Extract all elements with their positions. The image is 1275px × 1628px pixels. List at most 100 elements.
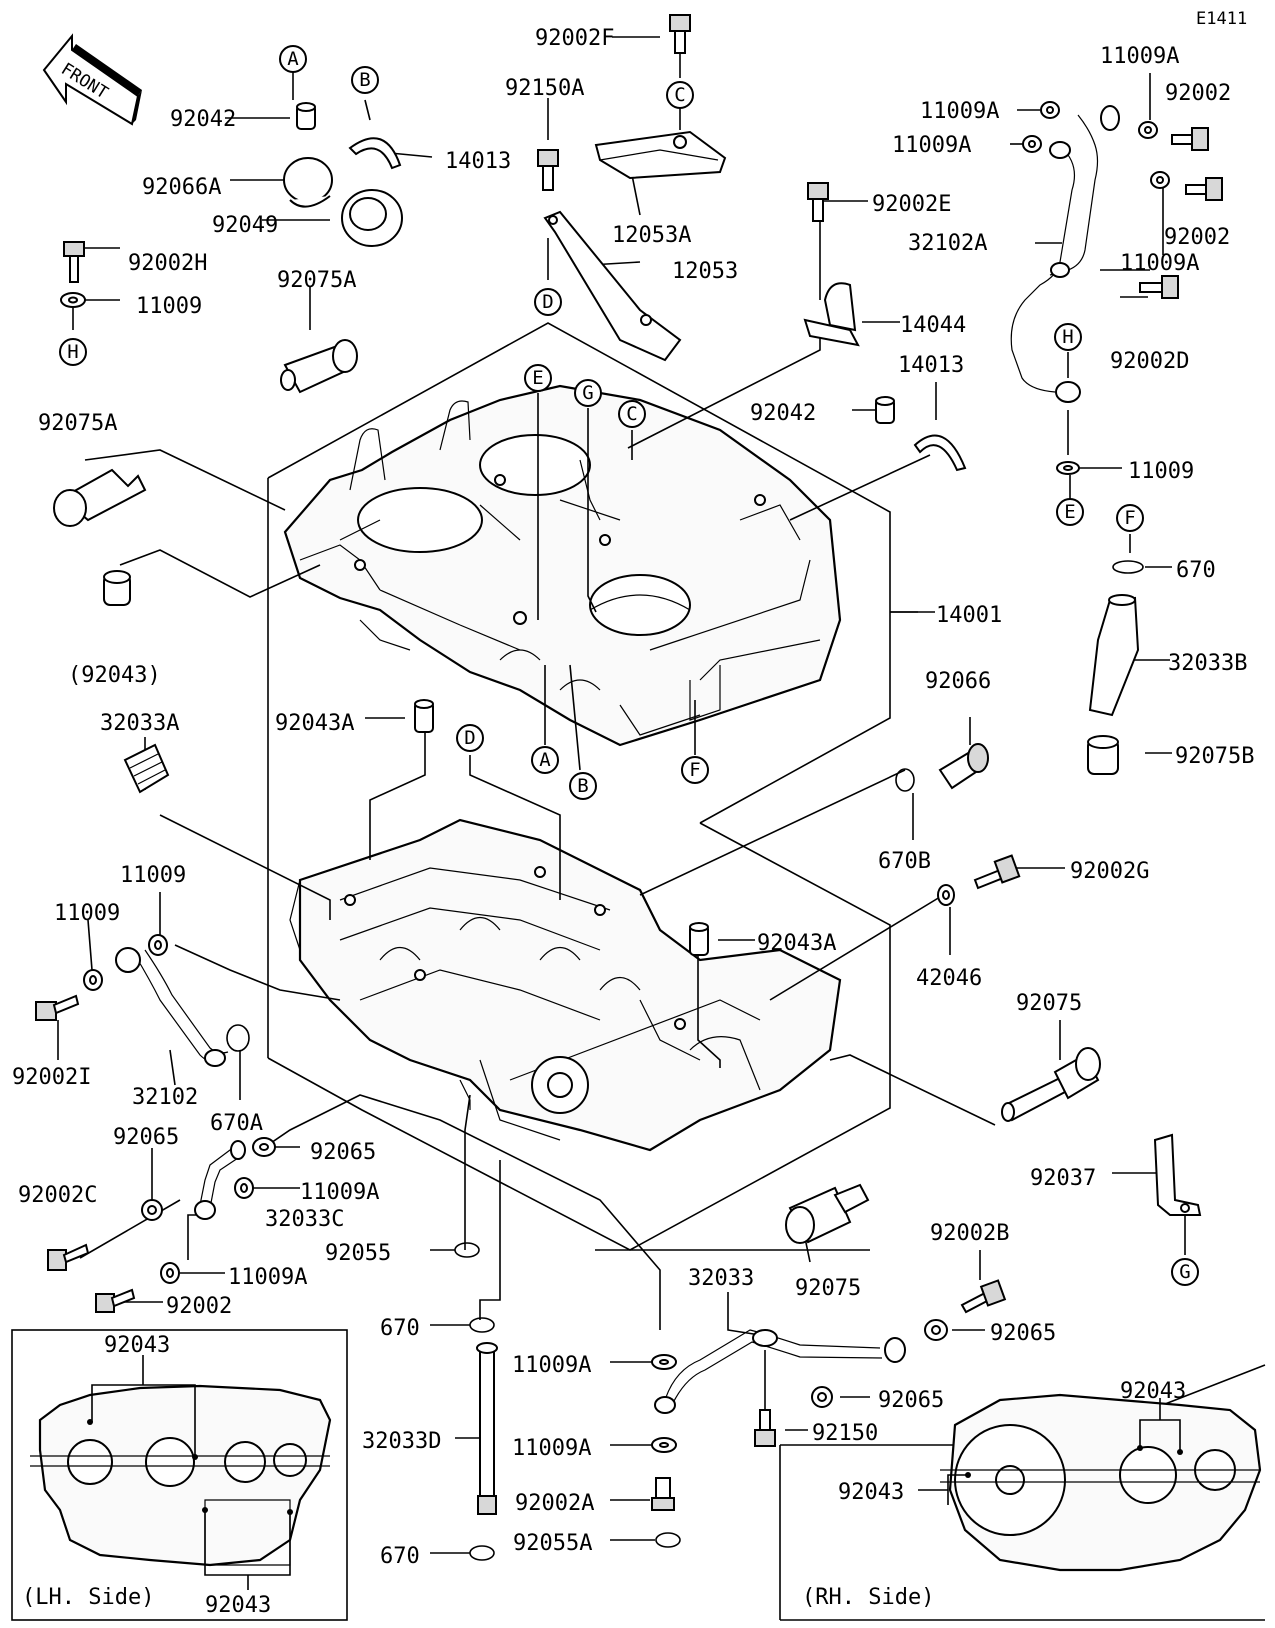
label-92066: 92066 bbox=[925, 669, 991, 694]
label-92043-paren: (92043) bbox=[68, 663, 161, 688]
bolt-92150 bbox=[754, 1409, 776, 1447]
bolt-92002e bbox=[807, 182, 829, 222]
label-92065-1: 92065 bbox=[113, 1125, 179, 1150]
label-92002e: 92002E bbox=[872, 192, 951, 217]
svg-text:A: A bbox=[287, 48, 299, 70]
svg-text:G: G bbox=[582, 382, 593, 404]
bracket-14044 bbox=[803, 282, 860, 347]
label-32033: 32033 bbox=[688, 1266, 754, 1291]
label-92075b: 92075B bbox=[1175, 744, 1254, 769]
strainer-32033a bbox=[123, 743, 170, 794]
bolt-92002d bbox=[1139, 275, 1179, 299]
label-670a: 670A bbox=[210, 1111, 263, 1136]
label-670b: 670B bbox=[878, 849, 931, 874]
label-11009a-r1: 11009A bbox=[1100, 44, 1179, 69]
label-14044: 14044 bbox=[900, 313, 966, 338]
oil-seal-92049 bbox=[341, 189, 403, 247]
label-92075-mid: 92075 bbox=[795, 1276, 861, 1301]
ref-a-case: A bbox=[531, 746, 559, 774]
label-92002h: 92002H bbox=[128, 251, 207, 276]
ref-f-case: F bbox=[681, 756, 709, 784]
label-92042-mid: 92042 bbox=[750, 401, 816, 426]
oil-pipe-32033c bbox=[194, 1140, 246, 1220]
label-11009a-lower-2: 11009A bbox=[228, 1265, 307, 1290]
oil-pipe-32102a bbox=[1010, 105, 1120, 403]
washer-92065-3 bbox=[811, 1386, 833, 1408]
label-92002-r2: 92002 bbox=[1164, 225, 1230, 250]
washer-11009a-right-1 bbox=[1040, 101, 1060, 119]
label-92002d: 92002D bbox=[1110, 349, 1189, 374]
chain-guide-12053a bbox=[594, 130, 727, 180]
washer-11009a-center-2 bbox=[651, 1437, 677, 1453]
ref-f-right: F bbox=[1116, 504, 1144, 532]
washer-11009a-lower-1 bbox=[234, 1177, 254, 1199]
svg-text:E: E bbox=[1064, 501, 1075, 523]
label-11009-right: 11009 bbox=[1128, 459, 1194, 484]
label-32033c: 32033C bbox=[265, 1207, 344, 1232]
label-92055a: 92055A bbox=[513, 1531, 592, 1556]
washer-92065-1 bbox=[252, 1137, 276, 1157]
bolt-92002b bbox=[960, 1279, 1007, 1314]
label-92065-4: 92065 bbox=[990, 1321, 1056, 1346]
dowel-92042-mid bbox=[875, 396, 895, 424]
label-14001: 14001 bbox=[936, 603, 1002, 628]
label-32033b: 32033B bbox=[1168, 651, 1247, 676]
label-92002g: 92002G bbox=[1070, 859, 1149, 884]
upper-crankcase bbox=[283, 384, 842, 747]
label-11009a-r4: 11009A bbox=[1120, 251, 1199, 276]
ref-e-right: E bbox=[1056, 498, 1084, 526]
label-92065-2: 92065 bbox=[310, 1140, 376, 1165]
label-92065-3: 92065 bbox=[878, 1388, 944, 1413]
o-ring-670b bbox=[895, 768, 915, 792]
label-32033d: 32033D bbox=[362, 1429, 441, 1454]
svg-text:D: D bbox=[542, 291, 553, 313]
bolt-92002-right-2 bbox=[1185, 177, 1223, 201]
label-11009a-center-2: 11009A bbox=[512, 1436, 591, 1461]
ref-c-top: C bbox=[666, 81, 694, 109]
label-11009a-lower-1: 11009A bbox=[300, 1180, 379, 1205]
front-arrow-icon: FRONT bbox=[42, 33, 142, 126]
label-12053a: 12053A bbox=[612, 223, 691, 248]
label-92002c: 92002C bbox=[18, 1183, 97, 1208]
label-12053: 12053 bbox=[672, 259, 738, 284]
label-rh-92043-top: 92043 bbox=[1120, 1379, 1186, 1404]
label-lh-92043-top: 92043 bbox=[104, 1333, 170, 1358]
svg-text:D: D bbox=[464, 727, 475, 749]
ref-circles: A B C D H E G C A B F D H E F G bbox=[59, 45, 1199, 1286]
inset-lh-side: 92043 92043 (LH. Side) bbox=[11, 1329, 348, 1621]
label-92043a-upper: 92043A bbox=[275, 711, 354, 736]
chain-guide-12053 bbox=[543, 210, 682, 362]
ref-h-right: H bbox=[1054, 323, 1082, 351]
label-42046: 42046 bbox=[916, 966, 982, 991]
label-92055: 92055 bbox=[325, 1241, 391, 1266]
label-92150a: 92150A bbox=[505, 76, 584, 101]
part-labels: 92002F 92150A 92042 14013 92066A 92049 1… bbox=[12, 26, 1254, 1569]
svg-text:E: E bbox=[532, 367, 543, 389]
label-11009a-r3: 11009A bbox=[892, 133, 971, 158]
bolt-92002h bbox=[63, 241, 85, 283]
svg-text:C: C bbox=[626, 403, 637, 425]
bearing-shell-14013-mid bbox=[913, 434, 967, 472]
pipe-32033d bbox=[476, 1342, 498, 1515]
washer-92065-4 bbox=[924, 1319, 948, 1341]
label-92075a-top: 92075A bbox=[277, 268, 356, 293]
label-11009-lower-1: 11009 bbox=[120, 863, 186, 888]
bolt-92002-lower bbox=[95, 1288, 136, 1313]
label-92075-right: 92075 bbox=[1016, 991, 1082, 1016]
o-ring-92055 bbox=[454, 1242, 480, 1258]
label-92002a: 92002A bbox=[515, 1491, 594, 1516]
oil-pipe-32102 bbox=[115, 947, 229, 1067]
o-ring-670-lower bbox=[469, 1545, 495, 1561]
ref-a-top: A bbox=[279, 45, 307, 73]
washer-11009a-right-2 bbox=[1022, 135, 1042, 153]
label-670-mid: 670 bbox=[380, 1316, 420, 1341]
washer-11009a-right-4 bbox=[1150, 171, 1170, 189]
plug-92066 bbox=[938, 743, 989, 790]
label-92075a-left: 92075A bbox=[38, 411, 117, 436]
ref-g-case: G bbox=[574, 379, 602, 407]
washer-11009a-lower-2 bbox=[160, 1262, 180, 1284]
dowel-92043a-upper bbox=[414, 699, 434, 733]
label-11009-top: 11009 bbox=[136, 294, 202, 319]
inset-rh-side: 92043 92043 (RH. Side) bbox=[595, 1249, 1266, 1621]
label-lh-92043-bottom: 92043 bbox=[205, 1593, 271, 1618]
